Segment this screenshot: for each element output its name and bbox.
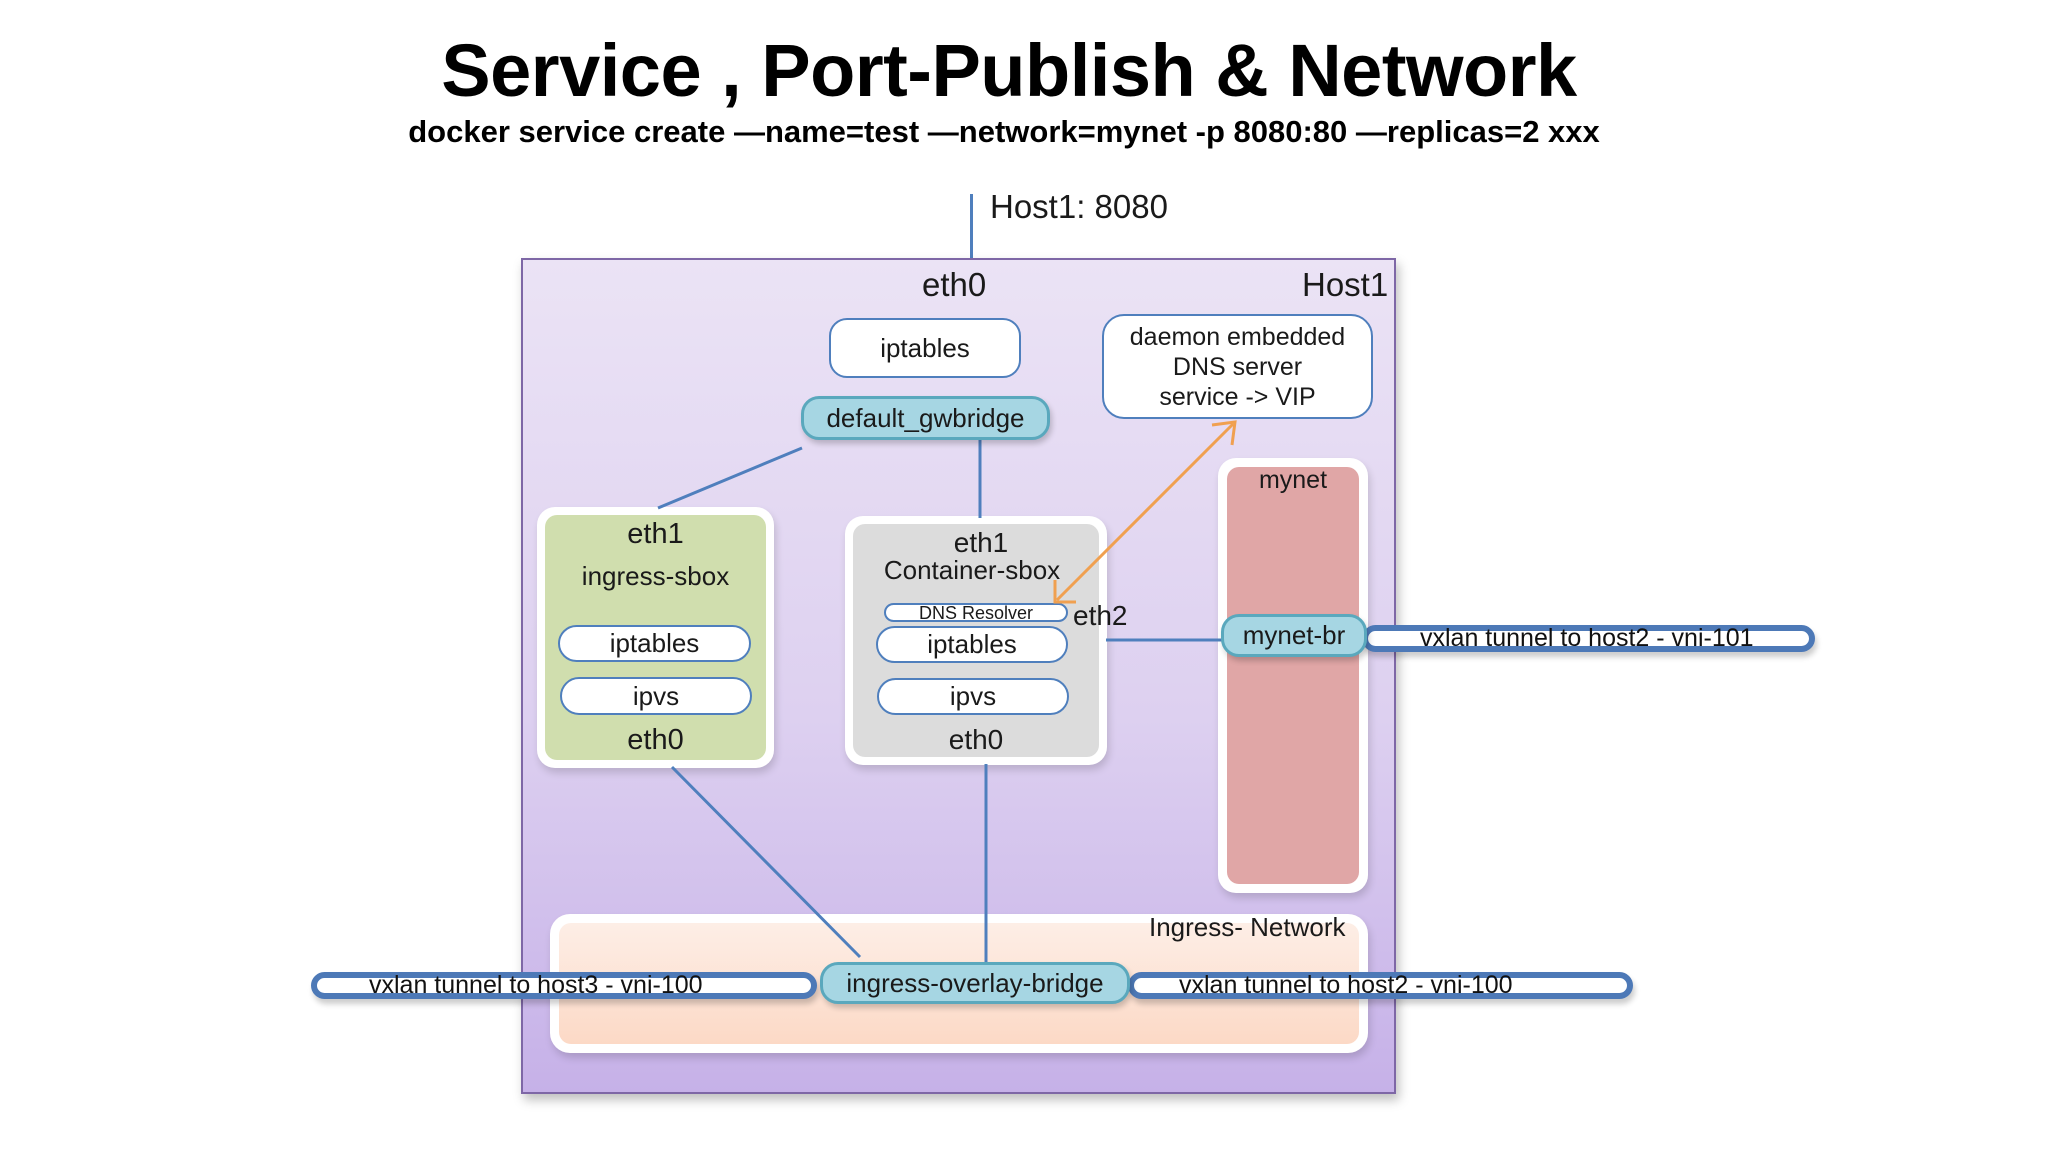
ingress-sbox-eth1-label: eth1 [627,518,684,550]
vxlan-tunnel-host2-vni100[interactable]: vxlan tunnel to host2 - vni-100 [1128,972,1633,999]
dns-resolver-box[interactable]: DNS Resolver [884,603,1068,622]
ingress-overlay-bridge-label: ingress-overlay-bridge [846,967,1104,998]
mynet-br-label: mynet-br [1242,620,1346,650]
ingress-sbox-ipvs[interactable]: ipvs [560,677,752,715]
default-gwbridge[interactable]: default_gwbridge [801,396,1050,440]
container-sbox-ipvs[interactable]: ipvs [877,678,1069,715]
container-sbox-name: Container-sbox [883,555,1061,585]
vxlan-tunnel-host2-vni100-label: vxlan tunnel to host2 - vni-100 [1179,971,1513,999]
container-sbox-eth2-label: eth2 [1073,600,1128,631]
mynet-fill [1227,467,1359,884]
vxlan-tunnel-host3-vni100[interactable]: vxlan tunnel to host3 - vni-100 [311,972,817,999]
ingress-sbox-iptables-label: iptables [609,628,700,658]
gwbridge-to-ingress-sbox-link [657,446,803,510]
vxlan-tunnel-host2-vni101-label: vxlan tunnel to host2 - vni-101 [1420,624,1754,652]
ingress-overlay-bridge[interactable]: ingress-overlay-bridge [820,962,1130,1004]
dns-resolver-label: DNS Resolver [918,602,1034,623]
host1-label: Host1 [1302,266,1389,303]
container-sbox-eth1-label: eth1 [953,527,1009,558]
mynet-label: mynet [1258,466,1328,494]
ingress-sbox-eth0-label: eth0 [627,724,684,756]
host-iptables-label: iptables [880,332,970,363]
mynet-br[interactable]: mynet-br [1221,614,1367,657]
arrowhead-up-icon [1211,420,1237,446]
dns-query-arrow [1053,420,1237,604]
published-port-link [970,194,973,258]
mynet-box [1218,458,1368,893]
vxlan-tunnel-host3-vni100-label: vxlan tunnel to host3 - vni-100 [369,971,703,999]
arrowhead-down-icon [1053,580,1076,604]
command-subtitle: docker service create —name=test —networ… [408,114,1600,149]
host-iptables-box[interactable]: iptables [829,318,1021,378]
container-sbox-ipvs-label: ipvs [949,681,997,711]
page-title: Service , Port-Publish & Network [441,29,1577,112]
dns-server-box[interactable]: daemon embedded DNS server service -> VI… [1102,314,1373,419]
dns-server-line-2: DNS server [1172,352,1303,381]
ingress-network-label: Ingress- Network [1149,912,1346,942]
ingress-sbox-name: ingress-sbox [581,561,730,591]
container-sbox-eth0-label: eth0 [948,724,1004,755]
ingress-sbox-ipvs-label: ipvs [632,680,680,711]
container-sbox-iptables-label: iptables [927,629,1017,659]
container-sbox-iptables[interactable]: iptables [876,626,1068,663]
ingress-sbox-to-overlay-bridge-link [670,765,862,959]
vxlan-tunnel-host2-vni101[interactable]: vxlan tunnel to host2 - vni-101 [1362,625,1815,652]
ingress-sbox-iptables[interactable]: iptables [558,625,751,662]
dns-server-line-1: daemon embedded [1129,322,1346,351]
host-eth0-label: eth0 [922,266,987,303]
published-port-label: Host1: 8080 [990,188,1168,225]
dns-server-line-3: service -> VIP [1159,382,1316,411]
default-gwbridge-label: default_gwbridge [826,402,1025,433]
